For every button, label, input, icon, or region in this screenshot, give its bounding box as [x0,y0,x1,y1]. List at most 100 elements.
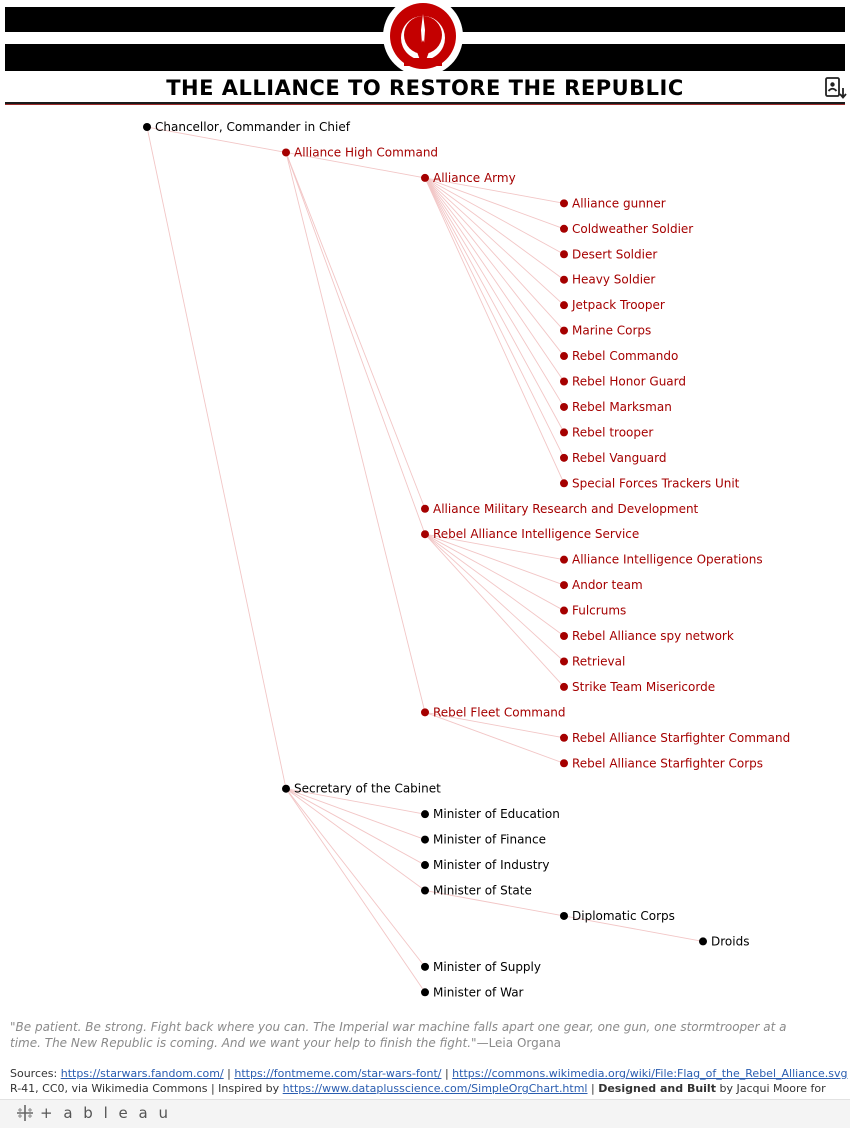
node-marker[interactable] [560,759,568,768]
edge-cabinet-to-war [285,788,426,993]
org-node-research[interactable]: Alliance Military Research and Developme… [421,502,699,516]
org-node-starfighter-command[interactable]: Rebel Alliance Starfighter Command [560,731,790,745]
source-link-fontmeme[interactable]: https://fontmeme.com/star-wars-font/ [234,1067,442,1080]
org-node-war[interactable]: Minister of War [421,985,524,999]
source-link-wikimedia-flag[interactable]: https://commons.wikimedia.org/wiki/File:… [452,1067,848,1080]
org-node-finance[interactable]: Minister of Finance [421,833,546,847]
org-node-supply[interactable]: Minister of Supply [421,960,541,974]
org-node-heavy[interactable]: Heavy Soldier [560,273,655,287]
org-node-intel-ops[interactable]: Alliance Intelligence Operations [560,553,763,567]
org-node-education[interactable]: Minister of Education [421,807,560,821]
org-node-marine[interactable]: Marine Corps [560,324,651,338]
sources-prefix: Sources: [10,1067,61,1080]
node-marker[interactable] [560,352,568,361]
node-marker[interactable] [421,886,429,895]
node-label: Coldweather Soldier [572,222,693,236]
node-marker[interactable] [560,911,568,920]
node-marker[interactable] [560,301,568,310]
edge-intel-to-andor [424,533,565,586]
node-marker[interactable] [421,504,429,513]
org-node-marksman[interactable]: Rebel Marksman [560,400,672,414]
org-node-droids[interactable]: Droids [699,934,749,948]
org-node-diplomatic[interactable]: Diplomatic Corps [560,909,675,923]
org-node-high-command[interactable]: Alliance High Command [282,145,438,159]
node-marker[interactable] [421,988,429,997]
node-label: Rebel Alliance spy network [572,629,734,643]
node-label: Rebel Vanguard [572,451,666,465]
org-node-jetpack[interactable]: Jetpack Trooper [560,298,665,312]
edge-high-command-to-intel [285,152,426,535]
org-node-spy-network[interactable]: Rebel Alliance spy network [560,629,734,643]
node-marker[interactable] [560,581,568,590]
edge-cabinet-to-state [285,788,426,891]
org-node-retrieval[interactable]: Retrieval [560,654,625,668]
node-label: Minister of Education [433,807,560,821]
node-marker[interactable] [560,199,568,208]
node-marker[interactable] [560,555,568,564]
node-label: Minister of Supply [433,960,541,974]
org-node-starfighter-corps[interactable]: Rebel Alliance Starfighter Corps [560,756,763,770]
org-node-vanguard[interactable]: Rebel Vanguard [560,451,666,465]
node-marker[interactable] [560,479,568,488]
org-node-industry[interactable]: Minister of Industry [421,858,549,872]
node-marker[interactable] [421,173,429,182]
designed-by-bold: Designed and Built [598,1082,716,1095]
node-label: Chancellor, Commander in Chief [155,120,351,134]
org-node-state[interactable]: Minister of State [421,884,532,898]
edge-intel-to-intel-ops [424,533,565,561]
node-marker[interactable] [560,377,568,386]
org-node-trooper[interactable]: Rebel trooper [560,425,653,439]
node-marker[interactable] [560,224,568,233]
node-marker[interactable] [560,428,568,437]
org-node-army[interactable]: Alliance Army [421,171,516,185]
sources-separator: | [223,1067,235,1080]
org-node-coldweather[interactable]: Coldweather Soldier [560,222,693,236]
edge-high-command-to-fleet [285,152,426,713]
node-marker[interactable] [282,784,290,793]
node-label: Diplomatic Corps [572,909,675,923]
org-node-commando[interactable]: Rebel Commando [560,349,678,363]
source-link-starwars-fandom[interactable]: https://starwars.fandom.com/ [60,1067,224,1080]
edge-army-to-honor-guard [424,177,565,382]
edge-army-to-trooper [424,177,565,433]
node-marker[interactable] [421,962,429,971]
title-underline-accent [5,104,845,105]
node-marker[interactable] [560,453,568,462]
tableau-logo[interactable]: + a b l e a u [16,1102,171,1124]
org-node-cabinet[interactable]: Secretary of the Cabinet [282,782,441,796]
node-marker[interactable] [560,657,568,666]
node-marker[interactable] [560,606,568,615]
org-node-fulcrums[interactable]: Fulcrums [560,604,626,618]
org-node-desert[interactable]: Desert Soldier [560,247,657,261]
node-marker[interactable] [560,632,568,640]
node-marker[interactable] [560,275,568,284]
node-marker[interactable] [560,402,568,411]
edge-high-command-to-army [285,152,426,179]
node-marker[interactable] [560,733,568,742]
org-node-fleet[interactable]: Rebel Fleet Command [421,705,566,719]
edge-army-to-marine [424,177,565,331]
node-label: Minister of Finance [433,833,546,847]
org-node-andor[interactable]: Andor team [560,578,643,592]
org-node-misericorde[interactable]: Strike Team Misericorde [560,680,715,694]
node-marker[interactable] [560,682,568,691]
org-node-intel[interactable]: Rebel Alliance Intelligence Service [421,527,639,541]
node-marker[interactable] [143,123,151,131]
node-marker[interactable] [421,861,429,870]
node-marker[interactable] [282,148,290,157]
node-marker[interactable] [421,835,429,844]
node-marker[interactable] [699,937,707,946]
node-marker[interactable] [560,326,568,335]
org-node-trackers[interactable]: Special Forces Trackers Unit [560,476,740,490]
org-node-chancellor[interactable]: Chancellor, Commander in Chief [143,120,351,134]
org-node-gunner[interactable]: Alliance gunner [560,196,666,210]
org-node-honor-guard[interactable]: Rebel Honor Guard [560,375,686,389]
node-marker[interactable] [560,250,568,259]
download-icon[interactable] [823,76,847,100]
source-link-dataplusscience[interactable]: https://www.dataplusscience.com/SimpleOr… [282,1082,588,1095]
node-marker[interactable] [421,810,429,819]
org-chart-edges [146,126,704,993]
node-marker[interactable] [421,708,429,717]
node-marker[interactable] [421,530,429,539]
